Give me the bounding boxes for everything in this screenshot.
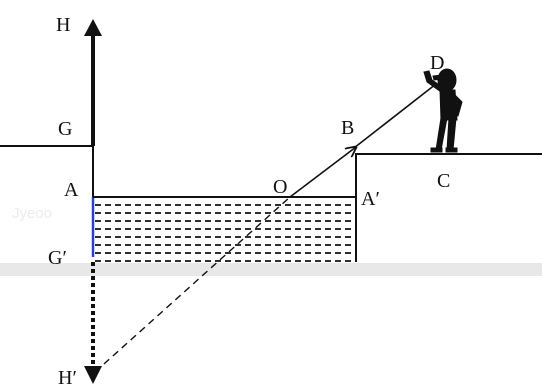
label-h-prime: H′ [58,367,77,389]
ray-bd [353,83,437,149]
label-a: A [64,179,79,201]
watermark: Jyeoo [12,205,52,222]
pole-arrowhead-up [84,19,102,36]
water-hatching [95,204,354,262]
label-b: B [341,117,354,139]
label-g: G [58,118,72,140]
label-o: O [273,176,287,198]
virtual-ray [94,196,291,373]
ground-band [0,263,542,276]
ray-ob [289,147,356,198]
label-a-prime: A′ [361,188,380,210]
observer-figure [423,68,463,153]
label-d: D [430,52,444,74]
label-c: C [437,170,450,192]
label-g-prime: G′ [48,247,67,269]
label-h: H [56,14,70,36]
